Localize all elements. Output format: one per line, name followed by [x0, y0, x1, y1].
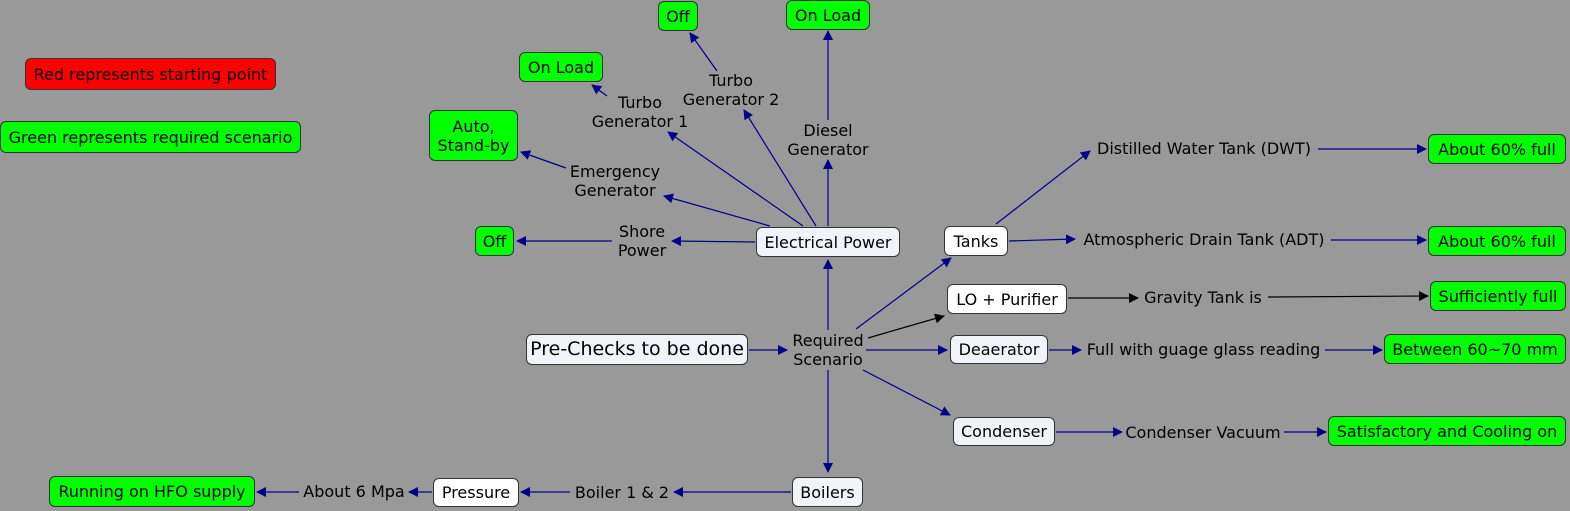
node-boiler-1-2: Boiler 1 & 2	[574, 482, 670, 502]
legend-green: Green represents required scenario	[0, 121, 301, 153]
legend-red: Red represents starting point	[25, 58, 276, 90]
node-deaerator-level: Full with guage glass reading	[1086, 339, 1321, 359]
state-emergency-auto: Auto, Stand-by	[429, 110, 518, 161]
state-shore-off: Off	[475, 226, 514, 256]
state-tg1-onload: On Load	[519, 52, 603, 82]
state-dwt: About 60% full	[1428, 134, 1566, 164]
link-electrical-shore	[671, 236, 756, 247]
node-gravity-tank: Gravity Tank is	[1144, 287, 1262, 307]
state-hfo: Running on HFO supply	[49, 476, 255, 507]
link-required-tanks	[855, 257, 952, 330]
link-tg2-off	[689, 32, 718, 72]
state-condenser: Satisfactory and Cooling on	[1328, 416, 1566, 446]
link-electrical-tg1	[667, 131, 804, 227]
node-condenser[interactable]: Condenser	[953, 417, 1055, 446]
state-diesel-onload: On Load	[786, 0, 870, 30]
state-tg2-off: Off	[658, 1, 698, 31]
state-adt: About 60% full	[1428, 226, 1566, 256]
node-diesel-generator: Diesel Generator	[787, 121, 869, 159]
link-tanks-dwt	[995, 150, 1091, 225]
node-emergency-generator: Emergency Generator	[569, 162, 661, 200]
node-lo-purifier[interactable]: LO + Purifier	[947, 284, 1067, 314]
node-boilers[interactable]: Boilers	[792, 477, 863, 507]
node-turbo-generator-1: Turbo Generator 1	[591, 93, 689, 131]
state-deaerator: Between 60~70 mm	[1384, 334, 1566, 364]
link-required-lo	[867, 313, 945, 339]
node-pressure[interactable]: Pressure	[433, 478, 519, 507]
node-condenser-vacuum: Condenser Vacuum	[1125, 422, 1281, 442]
state-gravity: Sufficiently full	[1430, 281, 1566, 311]
link-electrical-tg2	[743, 109, 817, 227]
node-deaerator[interactable]: Deaerator	[950, 335, 1048, 364]
link-required-condenser	[862, 369, 951, 416]
node-about-6-mpa: About 6 Mpa	[303, 481, 405, 501]
link-electrical-emergency	[663, 193, 771, 227]
node-electrical-power[interactable]: Electrical Power	[756, 227, 900, 257]
link-tanks-adt	[1008, 234, 1076, 245]
link-emergency-auto	[520, 150, 567, 169]
node-prechecks[interactable]: Pre-Checks to be done	[526, 334, 748, 365]
link-gravity-state	[1267, 291, 1429, 302]
node-dwt: Distilled Water Tank (DWT)	[1097, 138, 1311, 158]
node-shore-power: Shore Power	[617, 222, 667, 260]
node-tanks[interactable]: Tanks	[944, 226, 1008, 256]
node-adt: Atmospheric Drain Tank (ADT)	[1083, 229, 1325, 249]
link-tg1-onload	[591, 84, 608, 97]
node-turbo-generator-2: Turbo Generator 2	[682, 71, 780, 109]
node-required-scenario: Required Scenario	[792, 331, 864, 369]
